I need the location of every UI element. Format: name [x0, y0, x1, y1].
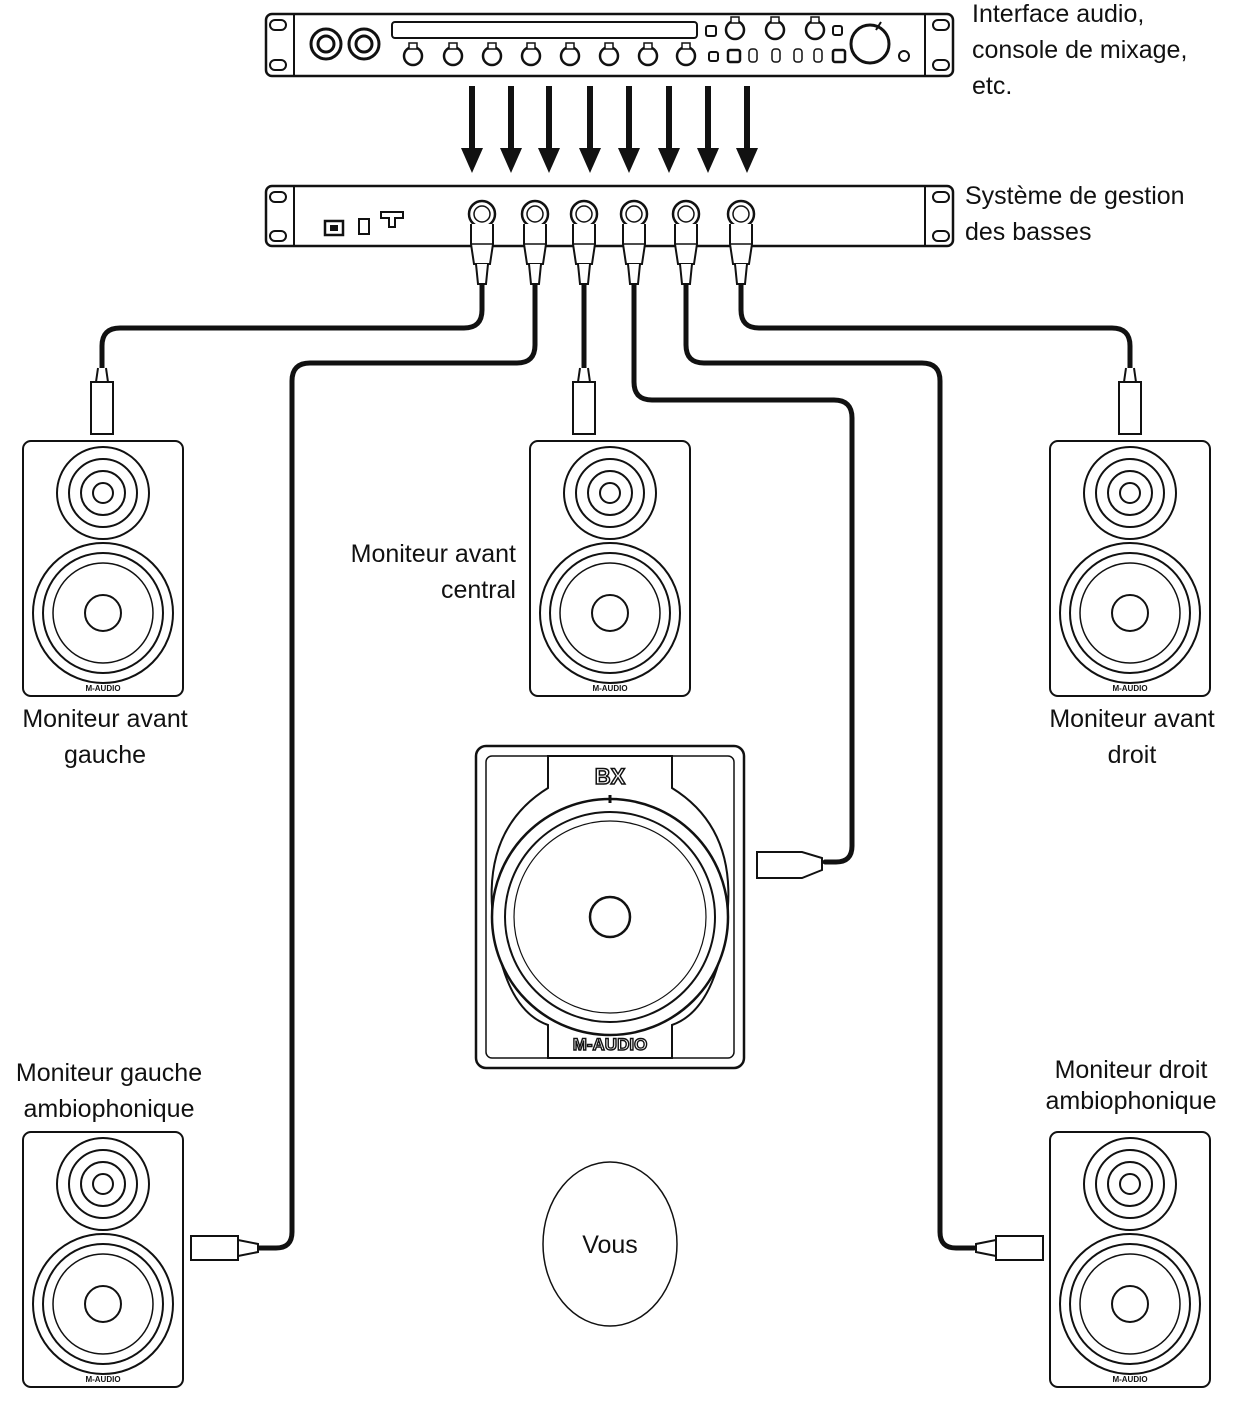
subwoofer: BX M-AUDIO	[474, 744, 746, 1070]
label-line: Interface audio,	[972, 0, 1145, 28]
label-line: Moniteur gauche	[15, 1059, 203, 1087]
label-line: Moniteur droit	[1054, 1056, 1208, 1084]
label-audio-interface: Interface audio, console de mixage, etc.	[972, 0, 1187, 104]
label-line: console de mixage,	[972, 36, 1188, 64]
label-line: gauche	[63, 741, 147, 769]
cable-surround-right	[683, 281, 977, 1251]
signal-arrows	[461, 86, 758, 173]
label-line: ambiophonique	[23, 1095, 195, 1123]
cables	[99, 281, 1133, 1251]
signal-arrow	[461, 86, 483, 173]
signal-arrow	[658, 86, 680, 173]
audio-interface-device	[264, 12, 955, 78]
label-line: droit	[1107, 741, 1157, 769]
speaker-badge: M-AUDIO	[592, 684, 627, 693]
speaker-front-left: M-AUDIO	[22, 440, 184, 697]
label-front-right: Moniteur avant droit	[1032, 701, 1232, 773]
subwoofer-logo: BX	[595, 764, 626, 789]
label-front-left: Moniteur avant gauche	[5, 701, 205, 773]
speaker-input-connectors	[90, 367, 1142, 435]
speaker-badge: M-AUDIO	[85, 684, 120, 693]
cable-surround-left	[255, 281, 538, 1251]
speaker-surround-left: M-AUDIO	[22, 1131, 184, 1388]
speaker-badge: M-AUDIO	[1112, 684, 1147, 693]
side-connectors	[190, 851, 1044, 1261]
cable-front-right	[738, 281, 1133, 373]
signal-arrow	[736, 86, 758, 173]
label-line: ambiophonique	[1045, 1087, 1217, 1115]
cable-subwoofer	[631, 281, 855, 865]
speaker-surround-right: M-AUDIO	[1049, 1131, 1211, 1388]
signal-arrow	[618, 86, 640, 173]
speaker-front-right: M-AUDIO	[1049, 440, 1211, 697]
label-front-center: Moniteur avant central	[318, 536, 516, 608]
label-line: Moniteur avant	[22, 705, 188, 733]
signal-arrow	[697, 86, 719, 173]
label-surround-right: Moniteur droit ambiophonique	[1028, 1055, 1234, 1117]
signal-arrow	[538, 86, 560, 173]
label-line: Moniteur avant	[1049, 705, 1215, 733]
label-line: des basses	[965, 218, 1092, 246]
label-line: Système de gestion	[965, 182, 1185, 210]
listener-position	[542, 1161, 678, 1327]
speaker-badge: M-AUDIO	[85, 1375, 120, 1384]
label-listener: Vous	[582, 1231, 638, 1259]
label-surround-left: Moniteur gauche ambiophonique	[0, 1055, 218, 1127]
label-line: etc.	[972, 72, 1013, 100]
cable-front-left	[99, 281, 485, 373]
signal-arrow	[500, 86, 522, 173]
signal-arrow	[579, 86, 601, 173]
subwoofer-badge: M-AUDIO	[573, 1035, 648, 1054]
speaker-badge: M-AUDIO	[1112, 1375, 1147, 1384]
label-bass-management: Système de gestion des basses	[965, 178, 1185, 250]
bass-management-device	[264, 184, 955, 248]
speaker-front-center: M-AUDIO	[529, 440, 691, 697]
label-line: central	[440, 576, 516, 604]
label-line: Moniteur avant	[350, 540, 516, 568]
